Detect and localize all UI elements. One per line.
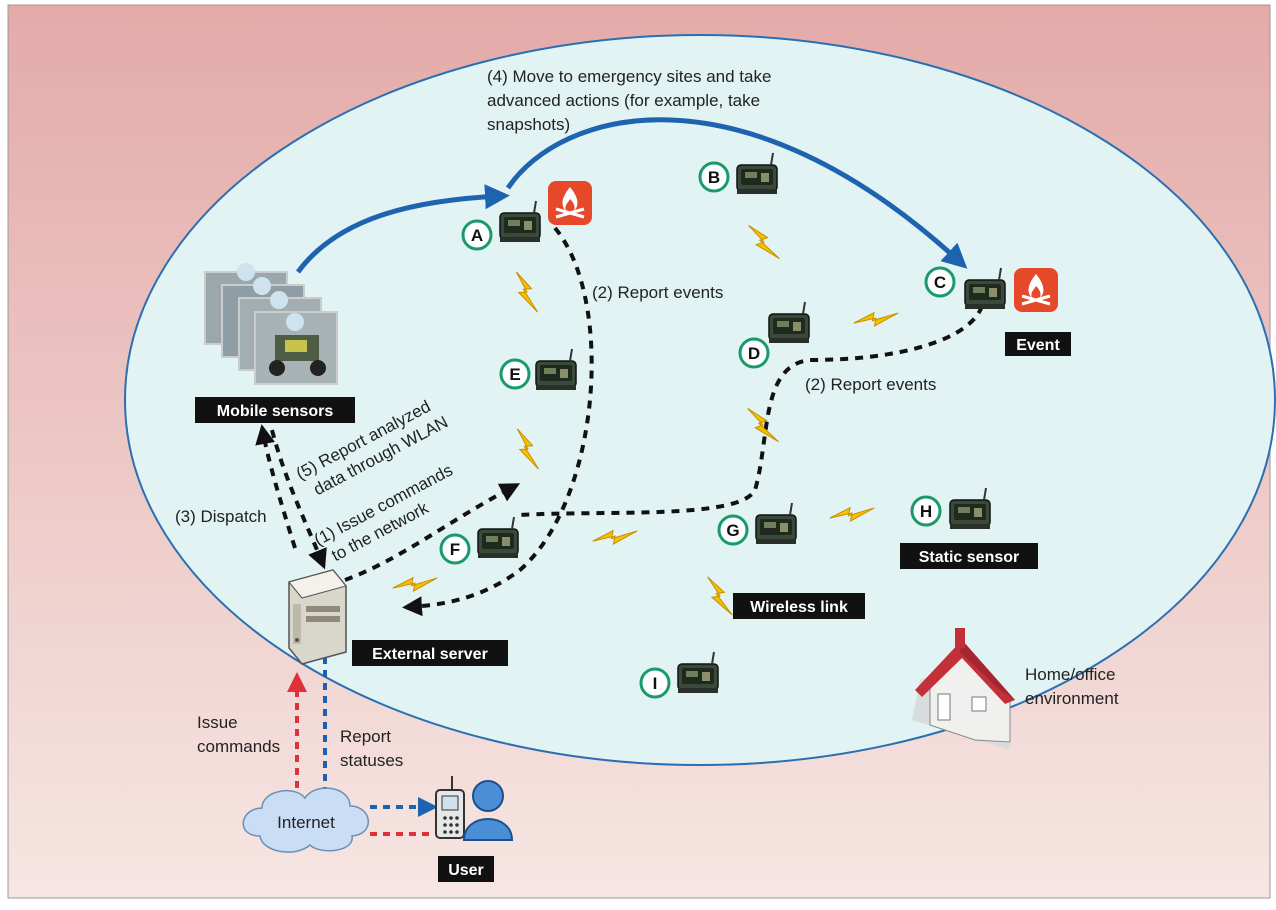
fire-icon <box>546 179 594 227</box>
user-tag: User <box>438 856 494 882</box>
report-path-c-to-network <box>519 305 984 517</box>
issue-commands-label-line2: commands <box>197 737 280 756</box>
cloud-icon: Internet <box>242 787 370 853</box>
report-events-label-c: (2) Report events <box>805 375 936 394</box>
event-tag: Event <box>1005 332 1071 356</box>
dispatch-label: (3) Dispatch <box>175 507 267 526</box>
move-annotation-line2: advanced actions (for example, take <box>487 91 760 110</box>
move-annotation: (4) Move to emergency sites and take adv… <box>487 67 771 134</box>
internet-label: Internet <box>277 813 335 832</box>
node-d: D <box>738 337 770 369</box>
node-a: A <box>461 219 493 251</box>
home-office-label-line1: Home/office <box>1025 665 1115 684</box>
event-tag-text: Event <box>1016 337 1060 354</box>
node-d-label: D <box>748 344 760 363</box>
move-arrow-to-c <box>505 117 968 269</box>
move-arrow-to-a <box>295 184 510 274</box>
external-server-tag: External server <box>352 640 508 666</box>
user-tag-text: User <box>448 862 484 879</box>
node-e: E <box>499 358 531 390</box>
node-f: F <box>439 533 471 565</box>
wireless-link-tag-text: Wireless link <box>750 599 848 616</box>
mobile-sensors-robot-group <box>204 263 338 385</box>
server-icon <box>288 569 347 665</box>
home-office-label-line2: environment <box>1025 689 1119 708</box>
issue-commands-label-line1: Issue <box>197 713 238 732</box>
house-icon <box>912 628 1015 750</box>
node-c: C <box>924 266 956 298</box>
node-a-label: A <box>471 226 483 245</box>
report-events-label-a: (2) Report events <box>592 283 723 302</box>
user-icon <box>462 780 514 841</box>
move-annotation-line1: (4) Move to emergency sites and take <box>487 67 771 86</box>
fire-icon <box>1012 266 1060 314</box>
node-f-label: F <box>450 540 460 559</box>
mobile-sensors-tag-text: Mobile sensors <box>217 403 334 420</box>
node-c-label: C <box>934 273 946 292</box>
report-statuses-label-line1: Report <box>340 727 391 746</box>
report-path-a-to-server <box>402 226 594 617</box>
node-i-label: I <box>653 674 658 693</box>
phone-icon <box>435 776 465 839</box>
node-e-label: E <box>509 365 520 384</box>
node-b: B <box>698 161 730 193</box>
issue-commands-path <box>344 483 521 582</box>
mobile-sensors-tag: Mobile sensors <box>195 397 355 423</box>
move-annotation-line3: snapshots) <box>487 115 570 134</box>
static-sensor-tag-text: Static sensor <box>919 549 1019 566</box>
external-server-tag-text: External server <box>372 646 488 663</box>
wireless-link-tag: Wireless link <box>733 593 865 619</box>
node-i: I <box>639 667 671 699</box>
node-b-label: B <box>708 168 720 187</box>
node-h: H <box>910 495 942 527</box>
static-sensor-tag: Static sensor <box>900 543 1038 569</box>
dispatch-path <box>255 424 297 549</box>
report-analyzed-path <box>270 429 327 570</box>
node-h-label: H <box>920 502 932 521</box>
report-statuses-label-line2: statuses <box>340 751 403 770</box>
node-g-label: G <box>726 521 739 540</box>
node-g: G <box>717 514 749 546</box>
